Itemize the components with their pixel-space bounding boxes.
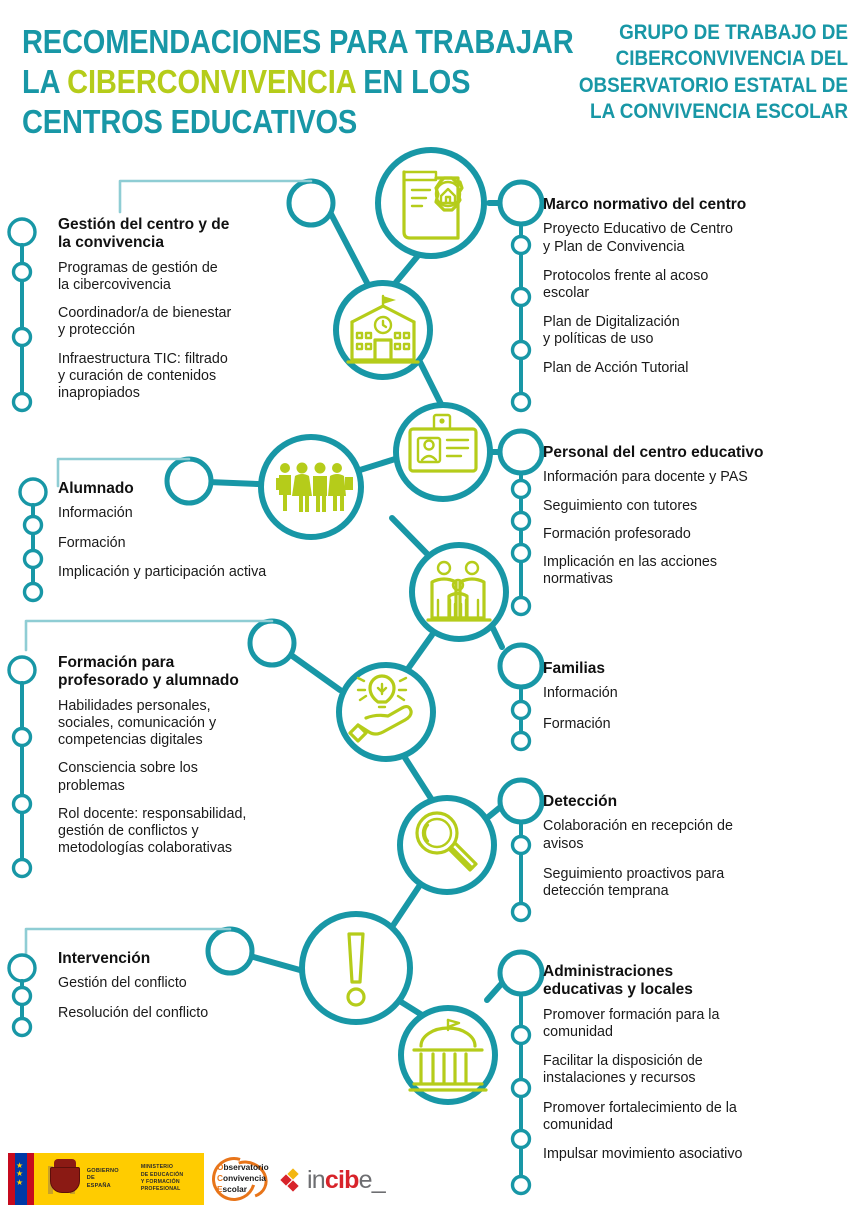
block-item: Plan de Acción Tutorial xyxy=(543,360,689,377)
subtitle-line-2: CIBERCONVIVENCIA DEL xyxy=(615,47,848,71)
observatorio-label: Observatorio Convivencia Escolar xyxy=(217,1162,269,1195)
poster-title: RECOMENDACIONES PARA TRABAJAR LA CIBERCO… xyxy=(22,22,574,142)
gobierno-label: GOBIERNO DE ESPAÑA xyxy=(86,1167,119,1189)
block-alumnado: Alumnado Información Formación Implicaci… xyxy=(58,480,358,581)
ministerio-label: MINISTERIO DE EDUCACIÓN Y FORMACIÓN PROF… xyxy=(140,1164,184,1193)
title-line-2: LA CIBERCONVIVENCIA EN LOS xyxy=(22,62,471,100)
title-line-3: CENTROS EDUCATIVOS xyxy=(22,102,358,140)
subtitle-line-4: LA CONVIVENCIA ESCOLAR xyxy=(590,100,848,124)
title-line-1: RECOMENDACIONES PARA TRABAJAR xyxy=(22,23,574,60)
id-badge-icon xyxy=(393,402,493,502)
block-item: Rol docente: responsabilidad,gestión de … xyxy=(58,805,247,856)
block-item: Información para docente y PAS xyxy=(543,469,748,486)
incibe-logo: incibe_ xyxy=(280,1165,386,1195)
block-title: Familias xyxy=(543,660,606,677)
gobierno-de-espana-logo: ★★★ GOBIERNO DE ESPAÑA MINISTERIO DE EDU… xyxy=(8,1153,204,1205)
block-item: Gestión del conflicto xyxy=(58,975,187,992)
subtitle-line-3: OBSERVATORIO ESTATAL DE xyxy=(578,73,848,97)
block-item: Información xyxy=(543,685,618,702)
spain-flag-icon: ★★★ xyxy=(8,1153,34,1205)
magnifier-icon xyxy=(397,795,497,895)
family-icon xyxy=(409,542,509,642)
school-building-icon xyxy=(333,280,433,380)
title-highlight: CIBERCONVIVENCIA xyxy=(67,62,356,100)
block-title: Detección xyxy=(543,793,618,810)
block-title: Intervención xyxy=(58,950,151,967)
block-item: Seguimiento con tutores xyxy=(543,497,698,514)
block-familias: Familias Información Formación xyxy=(543,660,823,733)
block-item: Habilidades personales,sociales, comunic… xyxy=(58,697,217,749)
block-item: Formación xyxy=(543,715,611,732)
block-marco-normativo: Marco normativo del centro Proyecto Educ… xyxy=(543,196,843,378)
block-title: Personal del centro educativo xyxy=(543,444,764,461)
block-item: Información xyxy=(58,505,133,522)
block-item: Impulsar movimiento asociativo xyxy=(543,1145,743,1162)
incibe-wordmark: incibe_ xyxy=(307,1165,386,1194)
block-item: Resolución del conflicto xyxy=(58,1004,209,1021)
block-item: Implicación y participación activa xyxy=(58,563,267,580)
block-title: Marco normativo del centro xyxy=(543,196,747,213)
block-intervencion: Intervención Gestión del conflicto Resol… xyxy=(58,950,338,1022)
incibe-diamond-icon xyxy=(280,1168,302,1192)
document-gear-house-icon xyxy=(375,147,487,259)
block-personal-centro: Personal del centro educativo Informació… xyxy=(543,444,853,588)
subtitle-line-1: GRUPO DE TRABAJO DE xyxy=(619,21,848,44)
hand-lightbulb-icon xyxy=(336,662,436,762)
spain-coat-of-arms-icon xyxy=(48,1159,80,1199)
poster-subtitle: GRUPO DE TRABAJO DE CIBERCONVIVENCIA DEL… xyxy=(548,20,848,126)
block-title: Alumnado xyxy=(58,480,134,497)
observatorio-convivencia-escolar-logo: Observatorio Convivencia Escolar xyxy=(204,1149,282,1209)
block-item: Formación xyxy=(58,534,126,551)
government-building-icon xyxy=(398,1005,498,1105)
footer-logos: ★★★ GOBIERNO DE ESPAÑA MINISTERIO DE EDU… xyxy=(0,1143,864,1221)
block-item: Formación profesorado xyxy=(543,525,691,542)
